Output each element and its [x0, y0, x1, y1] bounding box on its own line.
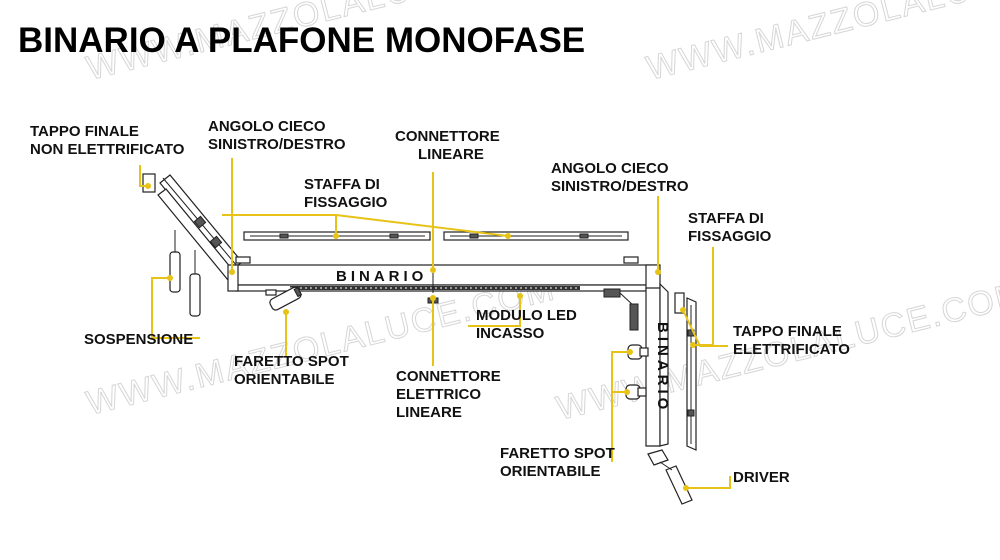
spot-light-left — [269, 286, 303, 311]
fixing-bracket-right — [686, 297, 697, 451]
label-modulo-led: MODULO LED INCASSO — [476, 307, 581, 342]
label-angolo-cieco-right: ANGOLO CIECO SINISTRO/DESTRO — [551, 160, 689, 195]
driver-unit — [647, 449, 693, 505]
horizontal-rail — [235, 263, 657, 304]
label-driver: DRIVER — [733, 469, 790, 486]
diagram-title: BINARIO A PLAFONE MONOFASE — [18, 21, 585, 60]
rail-label-vertical-group: BINARIO — [654, 322, 671, 413]
label-tappo-non-elettrificato: TAPPO FINALE NON ELETTRIFICATO — [30, 123, 185, 158]
label-staffa-left: STAFFA DI FISSAGGIO — [304, 176, 388, 211]
label-faretto-left: FARETTO SPOT ORIENTABILE — [234, 353, 353, 388]
end-cap-non-electrified — [142, 173, 156, 193]
track-drawing: BINARIO BINARIO — [142, 173, 697, 505]
vertical-rail — [645, 282, 669, 447]
watermark-group: WWW.MAZZOLALUCE.COM WWW.MAZZOLALUCE.COM … — [82, 0, 1000, 428]
end-cap-electrified — [674, 292, 685, 314]
label-sospensione: SOSPENSIONE — [84, 331, 193, 348]
bracket-tab-right — [623, 256, 639, 264]
label-connettore-elettrico: CONNETTORE ELETTRICO LINEARE — [396, 368, 505, 421]
leader-lines — [139, 158, 731, 491]
label-connettore-lineare: CONNETTORE LINEARE — [395, 128, 504, 163]
diagonal-track — [157, 174, 243, 281]
suspension-pendants — [169, 230, 201, 317]
bracket-tab-left — [235, 256, 251, 264]
callout-labels: TAPPO FINALE NON ELETTRIFICATO ANGOLO CI… — [30, 118, 850, 486]
rail-label-vertical: BINARIO — [654, 322, 671, 413]
label-angolo-cieco-left: ANGOLO CIECO SINISTRO/DESTRO — [208, 118, 346, 153]
label-staffa-right: STAFFA DI FISSAGGIO — [688, 210, 772, 245]
connector-block-right — [603, 288, 621, 298]
label-tappo-elettrificato: TAPPO FINALE ELETTRIFICATO — [733, 323, 850, 358]
spot-light-right-1 — [627, 344, 649, 360]
label-faretto-right: FARETTO SPOT ORIENTABILE — [500, 445, 619, 480]
mounting-brackets — [243, 231, 629, 241]
rail-label-horizontal: BINARIO — [336, 268, 427, 285]
watermark-top-right: WWW.MAZZOLALUCE.COM — [643, 0, 1000, 88]
